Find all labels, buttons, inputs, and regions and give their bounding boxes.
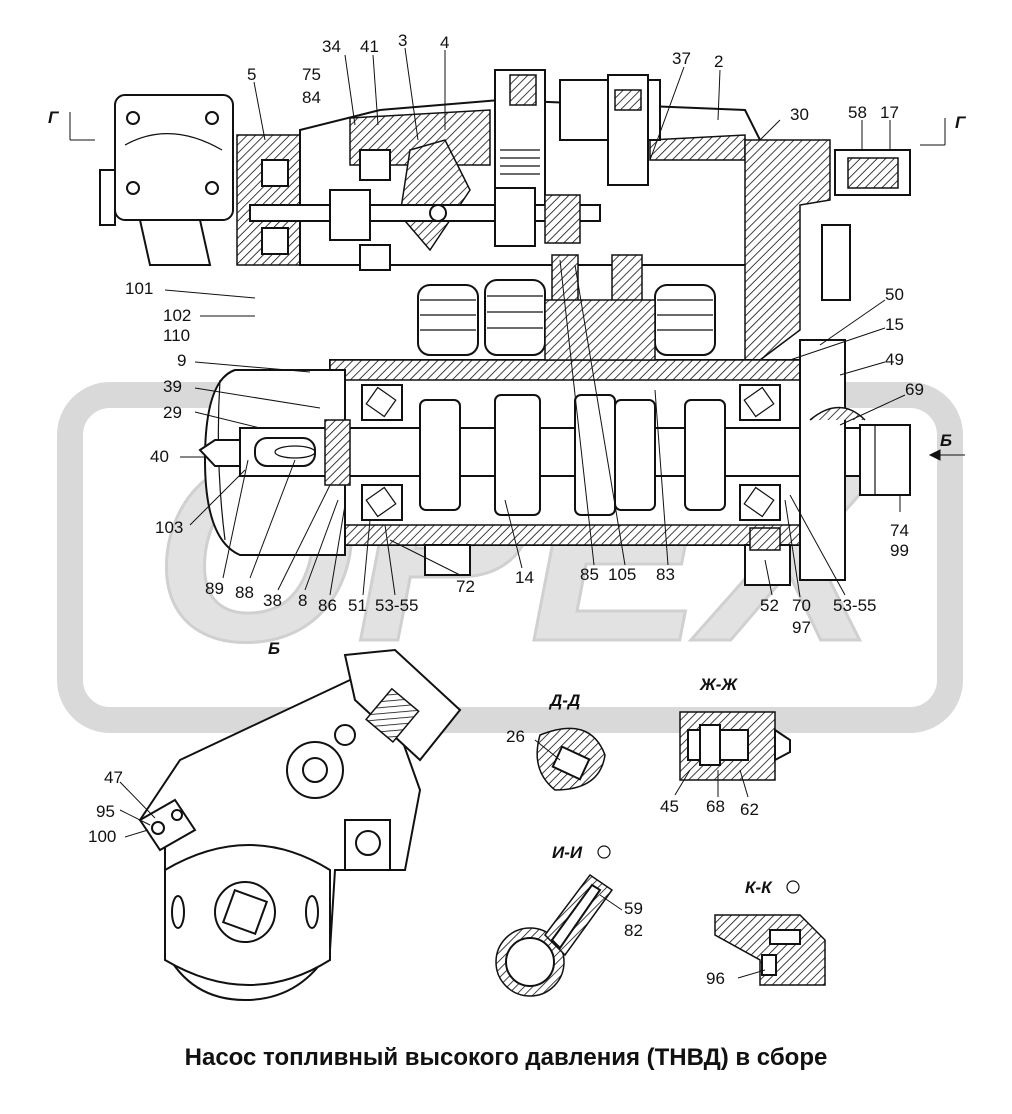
label-17: 17 [880,103,899,122]
label-51: 51 [348,596,367,615]
label-88: 88 [235,583,254,602]
section-zhzh-view [674,711,791,798]
label-45: 45 [660,797,679,816]
end-view [138,648,462,1002]
label-110: 110 [163,326,190,345]
label-83: 83 [656,565,675,584]
section-mark-b-bottom: Б [268,639,280,658]
section-mark-b-right: Б [940,431,952,450]
label-75: 75 [302,65,321,84]
section-title-ii: И-И [552,843,583,862]
label-97: 97 [792,618,811,637]
label-50: 50 [885,285,904,304]
leader-lines [69,47,965,598]
drive-flange [799,339,846,581]
label-8: 8 [298,591,307,610]
section-kk-marker [786,880,800,894]
label-69: 69 [905,380,924,399]
label-3: 3 [398,31,407,50]
label-68: 68 [706,797,725,816]
label-38: 38 [263,591,282,610]
label-89: 89 [205,579,224,598]
label-53-55-left: 53-55 [375,596,418,615]
label-96: 96 [706,969,725,988]
bearings [361,384,781,521]
label-84: 84 [302,88,321,107]
label-105: 105 [608,565,636,584]
label-53-55-right: 53-55 [833,596,876,615]
label-41: 41 [360,37,379,56]
label-62: 62 [740,800,759,819]
end-view-leaders [119,781,156,838]
label-30: 30 [790,105,809,124]
label-103: 103 [155,518,183,537]
label-34: 34 [322,37,341,56]
drawing-caption: Насос топливный высокого давления (ТНВД)… [184,1044,828,1071]
label-39: 39 [163,377,182,396]
label-70: 70 [792,596,811,615]
section-title-kk: К-К [745,878,773,897]
label-99: 99 [890,541,909,560]
label-2: 2 [714,52,723,71]
label-37: 37 [672,49,691,68]
label-58: 58 [848,103,867,122]
label-86: 86 [318,596,337,615]
section-dd-view [534,727,606,791]
section-kk-view [714,914,826,986]
label-9: 9 [177,351,186,370]
label-102: 102 [163,306,191,325]
part-labels: Г Г Б Б Д-Д Ж-Ж И-И К-К 5 34 41 3 4 37 2… [48,31,967,988]
main-section-view [99,69,911,586]
label-82: 82 [624,921,643,940]
label-29: 29 [163,403,182,422]
label-49: 49 [885,350,904,369]
section-title-zhzh: Ж-Ж [699,675,738,694]
label-40: 40 [150,447,169,466]
label-72: 72 [456,577,475,596]
label-4: 4 [440,33,449,52]
label-95: 95 [96,802,115,821]
label-5: 5 [247,65,256,84]
label-14: 14 [515,568,534,587]
label-85: 85 [580,565,599,584]
section-title-dd: Д-Д [548,691,580,710]
section-mark-g-left: Г [48,108,60,127]
label-15: 15 [885,315,904,334]
label-47: 47 [104,768,123,787]
label-74: 74 [890,521,909,540]
section-ii-marker [597,845,611,859]
label-100: 100 [88,827,116,846]
label-101: 101 [125,279,153,298]
section-ii-view [495,873,623,997]
section-mark-g-right: Г [955,113,967,132]
label-26: 26 [506,727,525,746]
label-52: 52 [760,596,779,615]
label-59: 59 [624,899,643,918]
